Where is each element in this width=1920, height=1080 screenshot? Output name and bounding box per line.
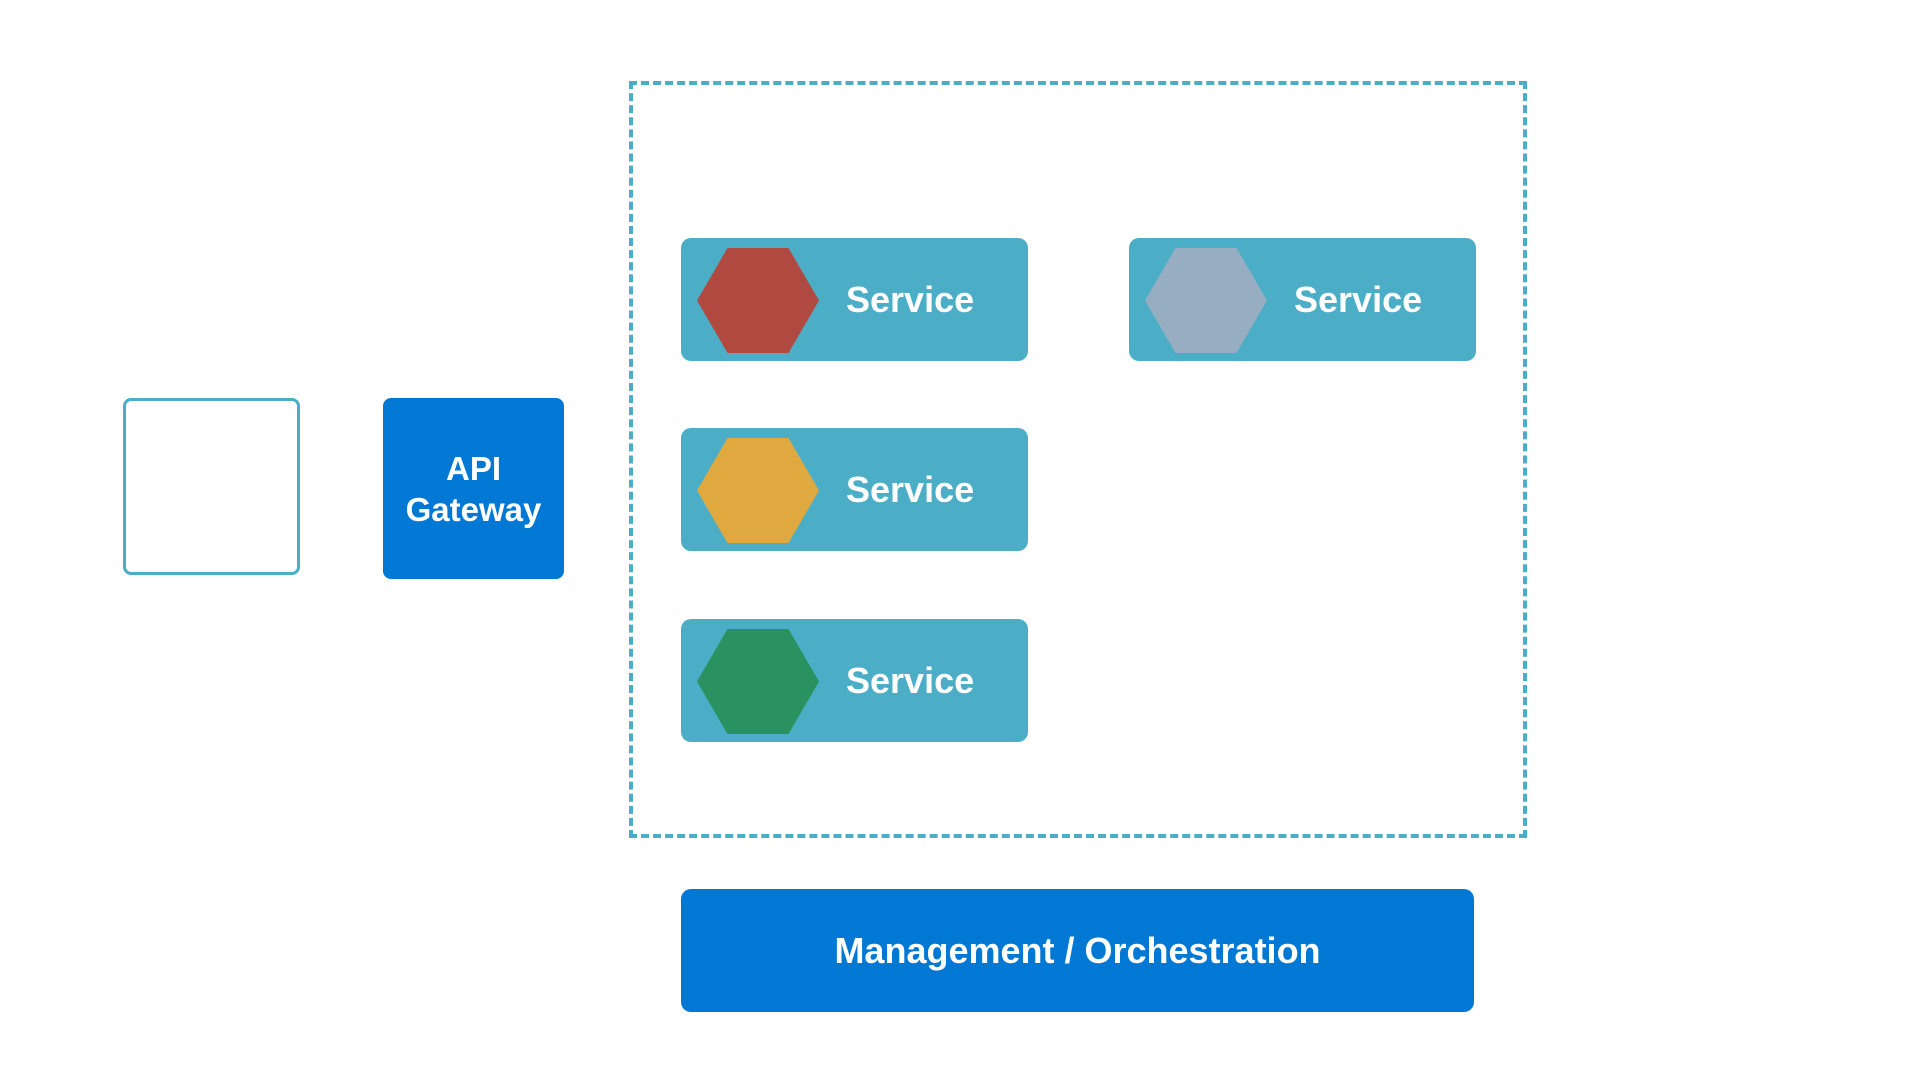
service-node-green: Service (681, 619, 1028, 742)
service-label: Service (846, 278, 975, 320)
service-label: Service (846, 659, 975, 701)
service-node-gray: Service (1129, 238, 1476, 361)
service-label: Service (846, 468, 975, 510)
hexagon-icon (697, 438, 819, 543)
client-box (123, 398, 300, 575)
management-orchestration-bar: Management / Orchestration (681, 889, 1474, 1012)
services-boundary (629, 81, 1527, 838)
service-label: Service (1294, 278, 1423, 320)
api-gateway-node: API Gateway (383, 398, 564, 579)
hexagon-icon (1145, 248, 1267, 353)
api-gateway-label: API Gateway (405, 449, 542, 528)
service-node-yellow: Service (681, 428, 1028, 551)
hexagon-icon (697, 248, 819, 353)
service-node-red: Service (681, 238, 1028, 361)
hexagon-icon (697, 629, 819, 734)
management-label: Management / Orchestration (834, 929, 1321, 971)
